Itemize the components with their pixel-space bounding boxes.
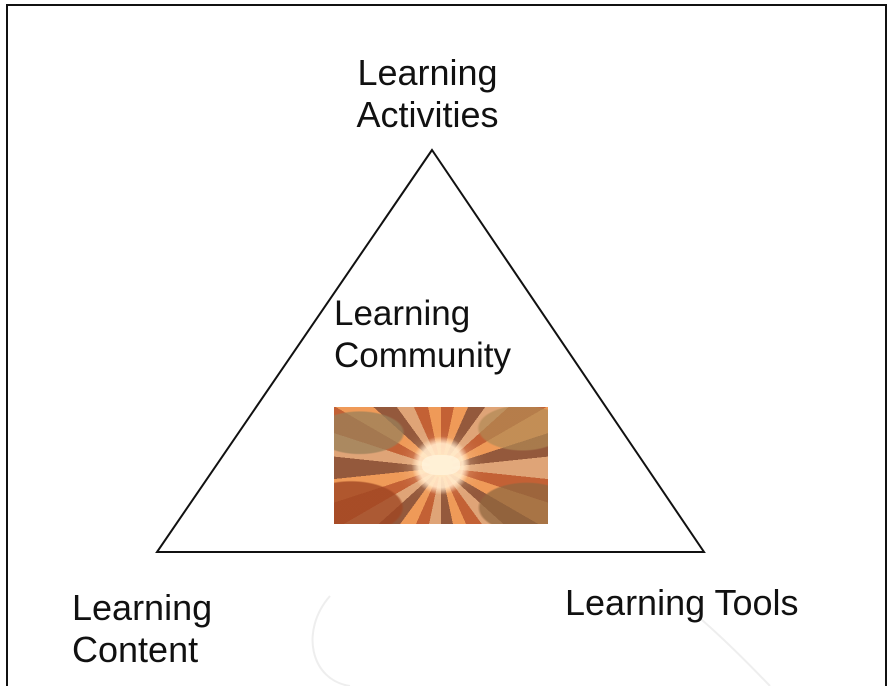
learning-content-line-2: Content <box>72 629 199 670</box>
learning-community-hands-image <box>334 407 548 524</box>
learning-activities-line-1: Learning <box>357 52 498 93</box>
learning-triangle <box>155 148 706 553</box>
watermark-curve-left <box>311 595 351 686</box>
diagram-frame <box>6 4 887 686</box>
learning-community-label: Learning Community <box>334 293 554 377</box>
learning-community-line-2: Community <box>334 336 511 375</box>
learning-content-label: Learning Content <box>72 587 262 671</box>
learning-tools-label: Learning Tools <box>565 582 799 623</box>
learning-content-line-1: Learning <box>72 587 213 628</box>
learning-community-line-1: Learning <box>334 294 471 333</box>
watermark-curve-right <box>689 609 771 686</box>
learning-activities-line-2: Activities <box>356 94 499 135</box>
learning-activities-label: Learning Activities <box>330 52 525 136</box>
